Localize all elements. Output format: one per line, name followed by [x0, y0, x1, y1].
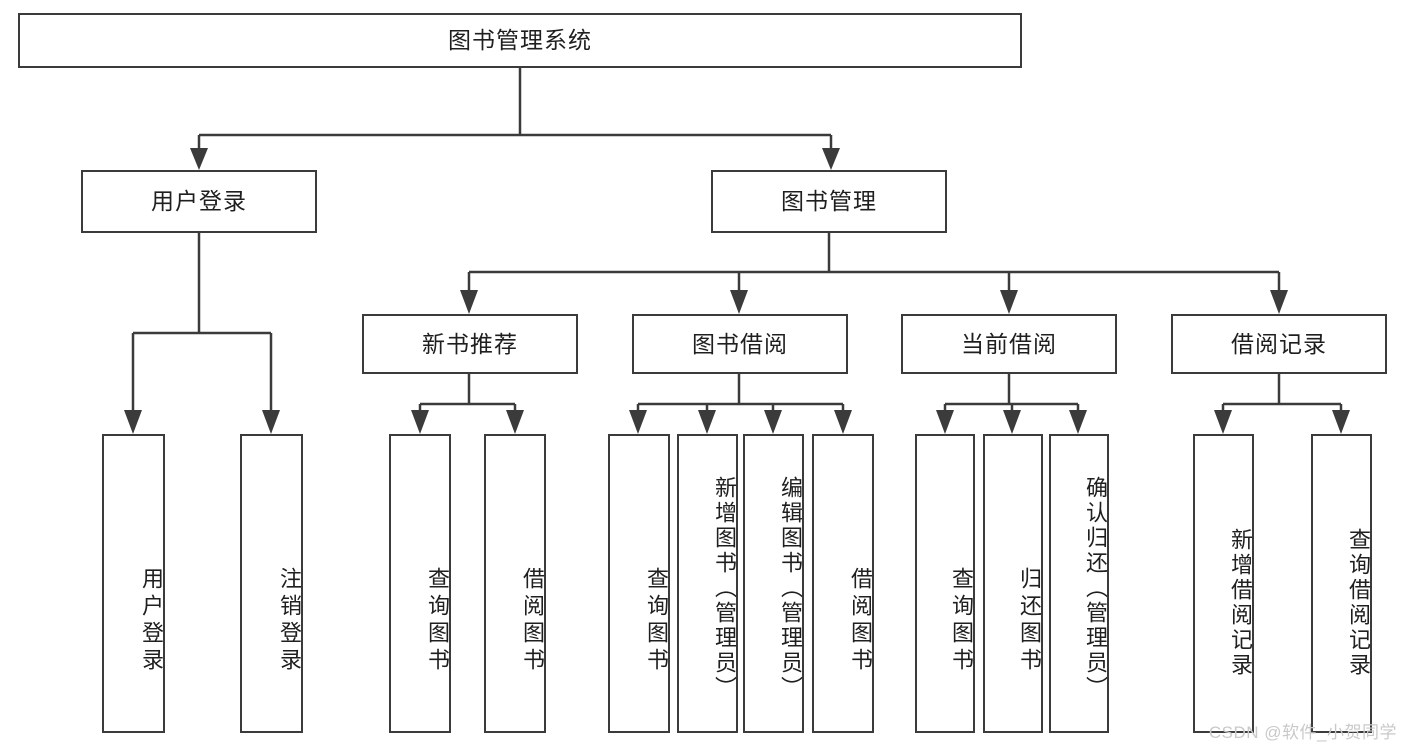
arrow-leaf-user-logout — [262, 410, 280, 434]
arrow-current-borrow — [1000, 290, 1018, 314]
arrow-leaf-borrow-book-2 — [834, 410, 852, 434]
arrow-leaf-user-login — [124, 410, 142, 434]
arrow-borrow-record — [1270, 290, 1288, 314]
leaf-add-book[interactable]: 新增图书（管理员） — [677, 434, 738, 733]
csdn-watermark: CSDN @软件_小贺同学 — [1208, 723, 1397, 742]
leaf-borrow-book-2[interactable]: 借阅图书 — [812, 434, 874, 733]
node-new-book-recommend[interactable]: 新书推荐 — [362, 314, 578, 374]
leaf-query-book-2[interactable]: 查询图书 — [608, 434, 670, 733]
arrow-leaf-confirm-return — [1069, 410, 1087, 434]
leaf-add-record[interactable]: 新增借阅记录 — [1193, 434, 1254, 733]
leaf-return-book[interactable]: 归还图书 — [983, 434, 1043, 733]
arrow-leaf-borrow-book-1 — [506, 410, 524, 434]
node-book-borrow[interactable]: 图书借阅 — [632, 314, 848, 374]
arrow-user-login — [190, 148, 208, 170]
leaf-query-book-1[interactable]: 查询图书 — [389, 434, 451, 733]
node-current-borrow[interactable]: 当前借阅 — [901, 314, 1117, 374]
node-user-login[interactable]: 用户登录 — [81, 170, 317, 233]
leaf-confirm-return[interactable]: 确认归还（管理员） — [1049, 434, 1109, 733]
node-borrow-record[interactable]: 借阅记录 — [1171, 314, 1387, 374]
arrow-leaf-query-book-2 — [629, 410, 647, 434]
node-book-manage[interactable]: 图书管理 — [711, 170, 947, 233]
leaf-query-book-3[interactable]: 查询图书 — [915, 434, 975, 733]
leaf-user-logout[interactable]: 注销登录 — [240, 434, 303, 733]
node-root-system[interactable]: 图书管理系统 — [18, 13, 1022, 68]
arrow-leaf-query-book-1 — [411, 410, 429, 434]
arrow-leaf-query-book-3 — [936, 410, 954, 434]
leaf-edit-book[interactable]: 编辑图书（管理员） — [743, 434, 804, 733]
leaf-borrow-book-1[interactable]: 借阅图书 — [484, 434, 546, 733]
arrow-leaf-edit-book — [764, 410, 782, 434]
arrow-book-manage — [822, 148, 840, 170]
arrow-leaf-add-book — [698, 410, 716, 434]
arrow-leaf-query-record — [1332, 410, 1350, 434]
arrow-leaf-return-book — [1003, 410, 1021, 434]
arrow-leaf-add-record — [1214, 410, 1232, 434]
arrow-new-book-recommend — [460, 290, 478, 314]
arrow-book-borrow — [730, 290, 748, 314]
leaf-query-record[interactable]: 查询借阅记录 — [1311, 434, 1372, 733]
leaf-user-login[interactable]: 用户登录 — [102, 434, 165, 733]
